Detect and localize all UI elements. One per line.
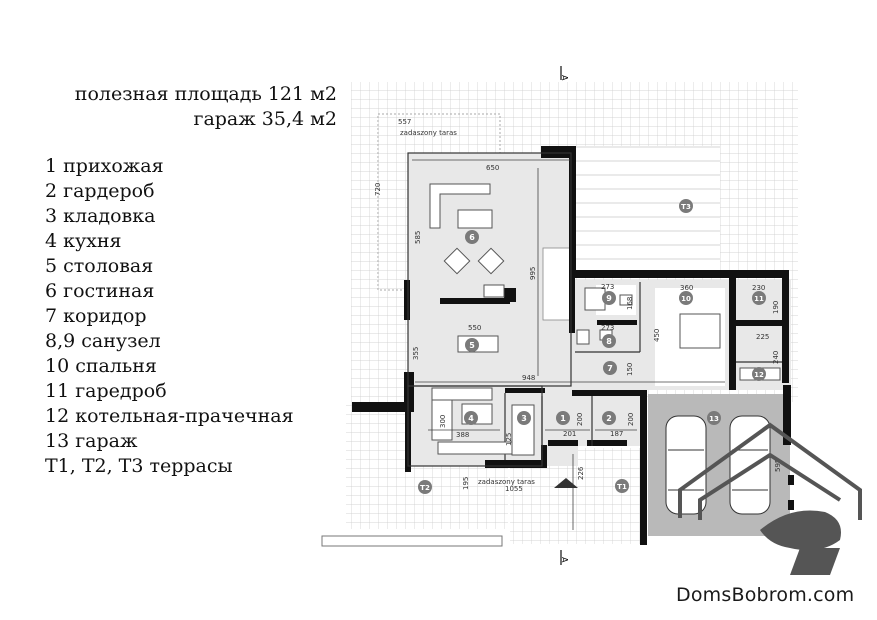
dimension-label: 550 [468,324,481,332]
room-marker-circle [517,411,531,425]
room-marker-circle [556,411,570,425]
room-marker-label: 11 [754,295,764,303]
room-marker-circle [615,479,629,493]
room-marker-label: T3 [681,203,691,211]
room-marker-circle [602,334,616,348]
legend-item: 8,9 санузел [45,330,161,352]
room-marker-circle [465,230,479,244]
dimension-label: 948 [522,374,535,382]
room-marker-circle [679,199,693,213]
beaver-logo [678,422,862,575]
dimension-label: 273 [601,324,614,332]
room-marker-circle [679,291,693,305]
dimension-label: 450 [653,329,661,342]
dimension-label: 273 [601,283,614,291]
dimension-label: 355 [412,347,420,360]
legend-item: 3 кладовка [45,205,156,227]
room-marker-circle [465,338,479,352]
terrace-caption: zadaszony taras [478,478,535,486]
legend-item: 2 гардероб [45,180,155,202]
room-marker-label: 1 [560,414,566,423]
room-marker-label: 2 [606,414,612,423]
cars [665,415,771,515]
legend-item: 12 котельная-прачечная [45,405,294,427]
svg-text:A: A [560,75,569,81]
room-marker-circle [603,361,617,375]
dimension-label: 300 [439,415,447,428]
dimension-label: 190 [772,301,780,314]
dimension-label: 125 [505,433,513,446]
legend-item: 7 коридор [45,305,147,327]
legend-item: 13 гараж [45,430,138,452]
dimension-label: 195 [462,477,470,490]
room-marker-label: 8 [606,337,612,346]
room-marker-circle [418,480,432,494]
room-marker-label: 4 [468,414,474,423]
room-marker-circle [752,291,766,305]
legend-item: 10 спальня [45,355,157,377]
room-marker-label: 10 [681,295,691,303]
room-marker-circle [602,291,616,305]
room-marker-label: T1 [617,483,627,491]
legend-item: 11 гаредроб [45,380,167,402]
dimension-label: 200 [576,413,584,426]
dimension-label: 201 [563,430,576,438]
watermark-site: DomsBobrom.com [676,584,855,606]
room-marker-label: 12 [754,371,764,379]
dimension-label: 200 [627,413,635,426]
section-marker-top: A [560,66,569,81]
room-marker-label: T2 [420,484,430,492]
dimension-label: 168 [626,297,634,310]
legend-item: 4 кухня [45,230,122,252]
useful-area-text: полезная площадь 121 м2 [74,83,337,105]
garage-area-text: гараж 35,4 м2 [193,108,337,130]
room-marker-circle [602,411,616,425]
dimension-label: 240 [772,351,780,364]
dimension-label: 1055 [505,485,523,493]
room-marker-circle [464,411,478,425]
room-marker-label: 3 [521,414,527,423]
room-marker-circle [707,411,721,425]
dimension-label: 388 [456,431,469,439]
room-marker-label: 9 [606,294,612,303]
room-marker-label: 7 [607,364,613,373]
dimension-label: 720 [374,183,382,196]
room-marker-label: 13 [709,415,719,423]
dimension-label: 995 [529,267,537,280]
dimension-label: 650 [486,164,499,172]
dimension-label: 595 [774,459,782,472]
dimension-label: 360 [680,284,693,292]
dimension-label: 230 [752,284,765,292]
room-marker-label: 6 [469,233,475,242]
entrance-arrow [554,478,578,488]
legend: полезная площадь 121 м2 гараж 35,4 м2 1 … [45,82,337,479]
room-marker-label: 5 [469,341,475,350]
legend-item: 5 столовая [45,255,154,277]
terrace-caption: zadaszony taras [400,129,457,137]
section-marker-bottom: A [560,550,569,565]
dimension-label: 150 [626,363,634,376]
svg-text:A: A [560,557,569,563]
legend-item: 1 прихожая [45,155,164,177]
dimension-label: 557 [398,118,411,126]
room-marker-circle [752,367,766,381]
legend-item: 6 гостиная [45,280,155,302]
dimension-label: 187 [610,430,623,438]
legend-item: T1, T2, T3 террасы [45,455,233,477]
dimension-label: 226 [577,466,585,480]
dimension-label: 225 [756,333,769,341]
dimension-label: 585 [414,231,422,244]
